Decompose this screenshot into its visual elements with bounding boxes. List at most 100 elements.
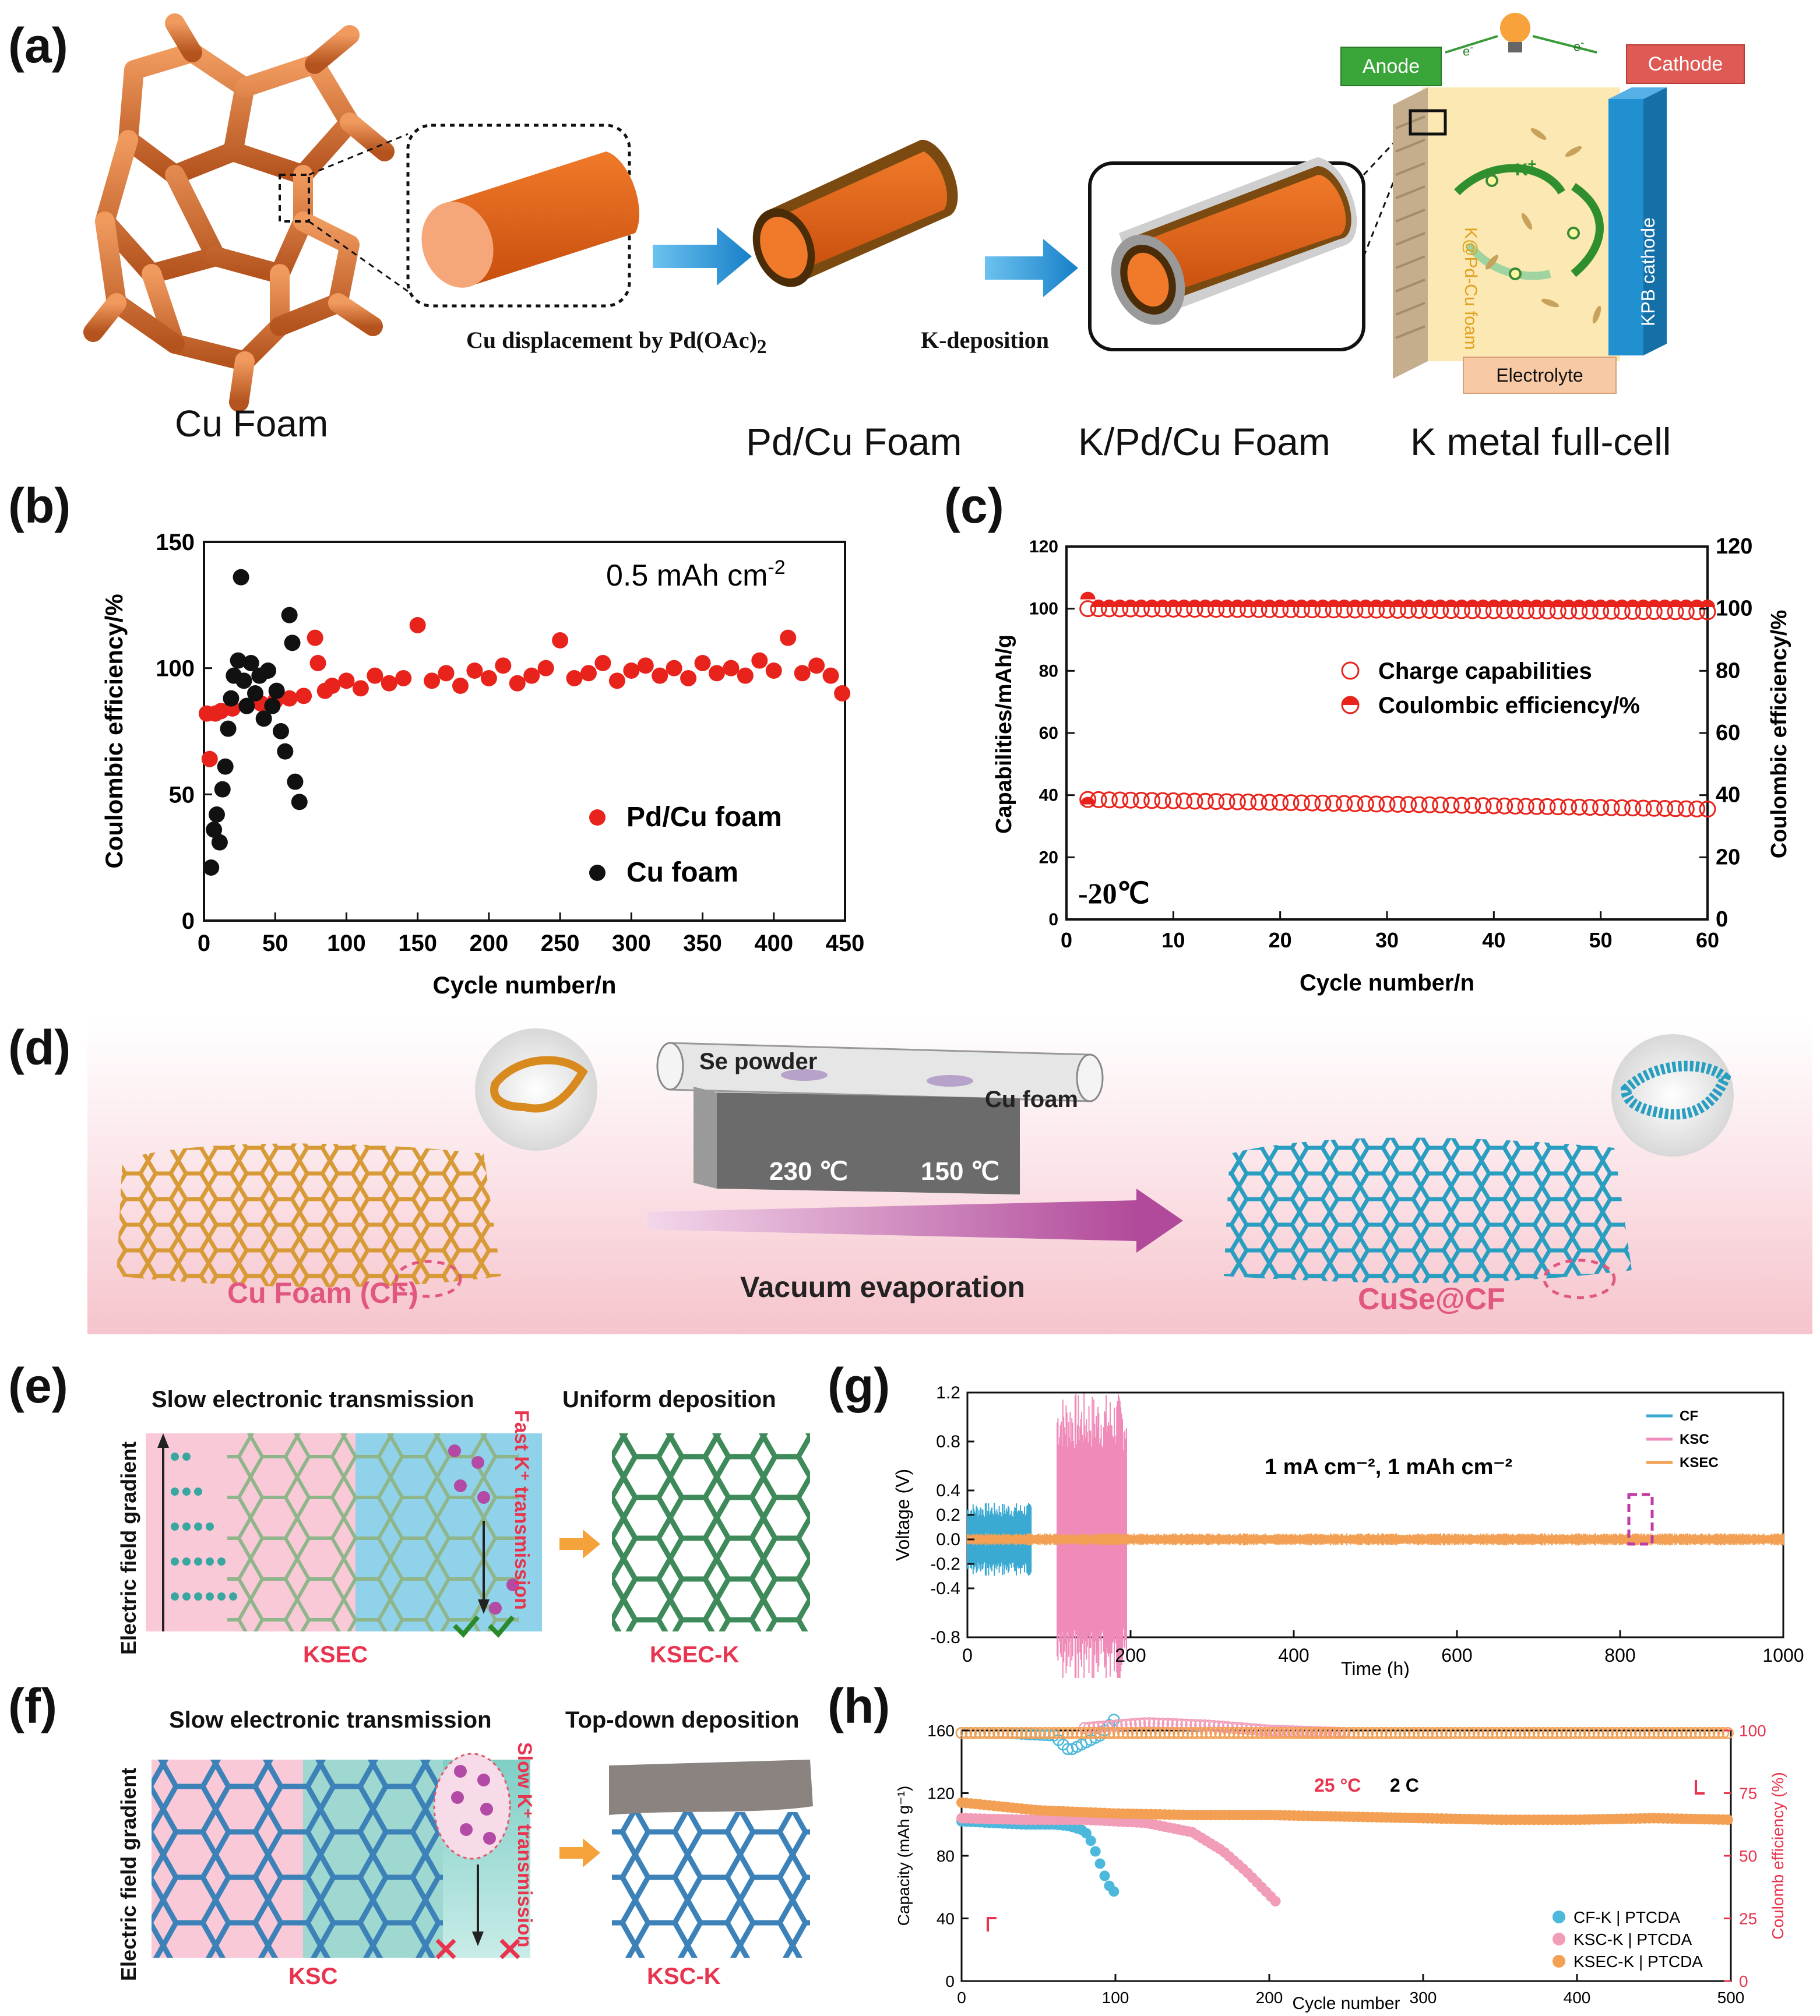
chart-c-points xyxy=(1079,591,1716,818)
chart-h-ce-ksec xyxy=(1159,1727,1171,1739)
chart-c-point-capacity xyxy=(1079,791,1097,808)
panel-label-e: (e) xyxy=(8,1358,68,1413)
chart-h-xtick-label: 0 xyxy=(957,1989,966,2007)
chart-h-ce-ksec xyxy=(1099,1727,1111,1739)
chart-b-xtick-label: 350 xyxy=(683,931,722,956)
chart-h-ce-ksec xyxy=(1643,1727,1656,1739)
chart-h-ce-ksec xyxy=(1375,1727,1388,1739)
chart-h-ce-ksc xyxy=(1217,1721,1230,1733)
chart-h-ce-ksec xyxy=(1048,1727,1060,1739)
chart-h-ce-ksec xyxy=(1467,1727,1480,1739)
chart-c-point-capacity xyxy=(1357,795,1374,813)
chart-c-point-capacity xyxy=(1325,795,1342,812)
chart-h-ce-ksec xyxy=(1357,1727,1370,1739)
chart-h-ylabel: Capacity (mAh g⁻¹) xyxy=(895,1786,913,1926)
chart-b-point-pdcu xyxy=(780,629,797,646)
chart-c-point-capacity xyxy=(1667,800,1684,817)
chart-b-legend-marker-pdcu xyxy=(589,809,606,826)
chart-c-ytick-label: 60 xyxy=(1039,724,1058,743)
chart-h-capacity-cf xyxy=(1080,1828,1092,1839)
chart-h-capacity-cf xyxy=(1094,1858,1106,1869)
chart-h-ce-ksec xyxy=(1445,1727,1457,1739)
chart-h-ce-ksec xyxy=(1287,1727,1300,1739)
chart-c-point-capacity xyxy=(1154,792,1171,809)
chart-h-ce-ksec xyxy=(1565,1727,1577,1739)
chart-h-ce-ksec xyxy=(1481,1727,1494,1739)
chart-h-y2tick-label: 0 xyxy=(1739,1972,1748,1990)
chart-c-xtick-label: 40 xyxy=(1482,928,1505,952)
chart-c-legend-ce: Coulombic efficiency/% xyxy=(1378,693,1640,718)
chart-h-ce-ksec xyxy=(1389,1727,1402,1739)
chart-g-ylabel: Voltage (V) xyxy=(892,1469,913,1561)
chart-c-point-capacity xyxy=(1240,793,1257,810)
chart-h-ce-ksec xyxy=(1477,1727,1490,1739)
chart-h-ce-ksc xyxy=(1268,1725,1280,1737)
chart-b-xtick-label: 400 xyxy=(754,931,793,956)
chart-c-point-ce xyxy=(1700,600,1715,607)
chart-b-point-pdcu xyxy=(808,657,825,674)
chart-h-ce-ksec xyxy=(1518,1727,1531,1739)
chart-h-ce-ksec xyxy=(1472,1727,1485,1739)
chart-h-y2tick-label: 50 xyxy=(1739,1847,1757,1865)
chart-h-ce-ksec xyxy=(964,1727,977,1739)
chart-h-ce-ksec xyxy=(1126,1727,1139,1739)
chart-h-ce-ksec xyxy=(1597,1727,1610,1739)
chart-h-ce-ksec xyxy=(983,1727,995,1739)
chart-h-ce-ksec xyxy=(1601,1727,1614,1739)
chart-h-ce-ksc xyxy=(1115,1719,1128,1731)
chart-c-point-capacity xyxy=(1528,798,1546,815)
chart-h-ce-ksec xyxy=(1371,1727,1384,1739)
chart-h-ce-ksec xyxy=(1292,1727,1305,1739)
cu-rod xyxy=(421,151,639,288)
chart-b-point-pdcu xyxy=(495,657,512,674)
chart-c-point-capacity xyxy=(1122,791,1139,809)
electron-label-right: e- xyxy=(1573,36,1584,54)
chart-h-ce-ksc xyxy=(1097,1720,1110,1733)
chart-c-point-capacity xyxy=(1539,798,1556,815)
chart-h-ce-ksec xyxy=(1509,1727,1522,1739)
chart-h-ce-ksec xyxy=(1154,1727,1166,1739)
chart-h-ce-ksc xyxy=(1189,1719,1202,1731)
chart-h-ce-ksec xyxy=(1043,1727,1055,1739)
chart-h-ce-ksec xyxy=(1186,1727,1199,1739)
chart-h-ce-ksc xyxy=(1203,1719,1216,1732)
chart-h-ce-ksec xyxy=(1034,1727,1046,1739)
e-title-right: Uniform deposition xyxy=(562,1387,776,1412)
chart-b-point-cu xyxy=(233,569,249,586)
chart-b-point-cu xyxy=(277,743,294,760)
chart-h-ce-ksec xyxy=(1108,1727,1120,1739)
chart-h-ce-ksec xyxy=(1311,1727,1323,1739)
chart-c-point-capacity xyxy=(1218,793,1235,810)
e-k-ions xyxy=(448,1444,519,1615)
step1-caption: Cu displacement by Pd(OAc)2 xyxy=(466,326,767,358)
chart-h-ce-ksec xyxy=(1297,1727,1309,1739)
e-right-caption: KSEC-K xyxy=(650,1642,740,1668)
chart-b-point-cu xyxy=(284,635,301,651)
chart-h-ce-ksec xyxy=(1325,1727,1337,1739)
chart-h-ce-ksec xyxy=(1698,1727,1711,1739)
chart-c-ytick-label: 120 xyxy=(1029,537,1058,556)
chart-h-ce-ksec xyxy=(1541,1727,1554,1739)
anode-label: Anode xyxy=(1340,47,1442,86)
chart-b-point-cu xyxy=(235,672,252,689)
chart-c-annotation: -20℃ xyxy=(1078,877,1150,910)
chart-c-point-capacity xyxy=(1282,794,1300,812)
chart-c-point-capacity xyxy=(1410,796,1428,813)
chart-h-ce-ksec xyxy=(1435,1727,1448,1739)
chart-h-ce-ksec xyxy=(1449,1727,1462,1739)
chart-b-point-pdcu xyxy=(523,667,540,684)
chart-c-point-capacity-upper xyxy=(1079,600,1097,618)
chart-c-y2tick-label: 100 xyxy=(1716,597,1752,621)
chart-b-point-pdcu xyxy=(594,655,611,671)
chart-h-ce-ksec xyxy=(969,1727,982,1739)
chart-c-point-capacity xyxy=(1304,794,1321,812)
chart-h-ce-ksec xyxy=(1712,1727,1725,1739)
chart-h-ce-ksec xyxy=(1320,1727,1332,1739)
chart-b-point-pdcu xyxy=(834,685,851,702)
chart-c-point-capacity xyxy=(1208,793,1225,810)
chart-h-ce-ksec xyxy=(1334,1727,1346,1739)
chart-g-xtick-label: 200 xyxy=(1115,1645,1146,1666)
chart-b-point-pdcu xyxy=(794,665,811,682)
